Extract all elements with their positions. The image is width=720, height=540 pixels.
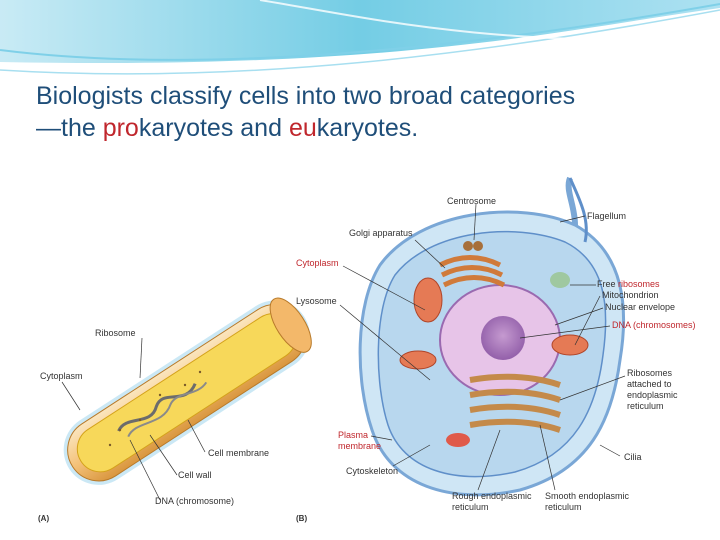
header-wave-banner	[0, 0, 720, 90]
cell-diagram: Ribosome Cytoplasm Cell membrane Cell wa…	[0, 160, 720, 540]
label-ribosomes-attached-l2: attached to	[627, 379, 672, 389]
prokaryote-suffix: karyotes	[139, 114, 233, 142]
label-cilia: Cilia	[624, 452, 642, 462]
label-ribosomes-attached-l3: endoplasmic	[627, 390, 678, 400]
label-nuclear-envelope: Nuclear envelope	[605, 302, 675, 312]
prokaryote-prefix-highlight: pro	[103, 114, 139, 142]
label-smooth-er-l1: Smooth endoplasmic	[545, 491, 630, 501]
label-rough-er-l2: reticulum	[452, 502, 489, 512]
prokaryote-illustration	[50, 287, 323, 498]
label-plasma-membrane-l2: membrane	[338, 441, 381, 451]
title-and: and	[233, 114, 289, 142]
label-centrosome: Centrosome	[447, 196, 496, 206]
label-cell-wall: Cell wall	[178, 470, 212, 480]
label-plasma-membrane-l1: Plasma	[338, 430, 368, 440]
eukaryote-illustration	[360, 178, 623, 495]
label-dna-chromosomes: DNA (chromosomes)	[612, 320, 696, 330]
eukaryote-suffix: karyotes	[317, 114, 411, 142]
slide-title: Biologists classify cells into two broad…	[36, 80, 696, 144]
label-ribosomes-attached-l1: Ribosomes	[627, 368, 673, 378]
title-line-2-prefix: —the	[36, 114, 103, 142]
title-period: .	[411, 114, 418, 142]
label-ribosome: Ribosome	[95, 328, 136, 338]
label-lysosome: Lysosome	[296, 296, 337, 306]
label-free-ribosomes: Free ribosomes	[597, 279, 660, 289]
title-line-1: Biologists classify cells into two broad…	[36, 82, 575, 110]
label-cytoplasm-a: Cytoplasm	[40, 371, 83, 381]
label-mitochondrion: Mitochondrion	[602, 290, 659, 300]
label-ribosomes-attached-l4: reticulum	[627, 401, 664, 411]
label-smooth-er-l2: reticulum	[545, 502, 582, 512]
figure-tag-a: (A)	[38, 514, 49, 523]
figure-tag-b: (B)	[296, 514, 307, 523]
label-rough-er-l1: Rough endoplasmic	[452, 491, 532, 501]
label-cytoskeleton: Cytoskeleton	[346, 466, 398, 476]
label-cell-membrane: Cell membrane	[208, 448, 269, 458]
label-dna-chromosome: DNA (chromosome)	[155, 496, 234, 506]
label-golgi-apparatus: Golgi apparatus	[349, 228, 413, 238]
label-cytoplasm-b: Cytoplasm	[296, 258, 339, 268]
eukaryote-prefix-highlight: eu	[289, 114, 317, 142]
label-flagellum: Flagellum	[587, 211, 626, 221]
